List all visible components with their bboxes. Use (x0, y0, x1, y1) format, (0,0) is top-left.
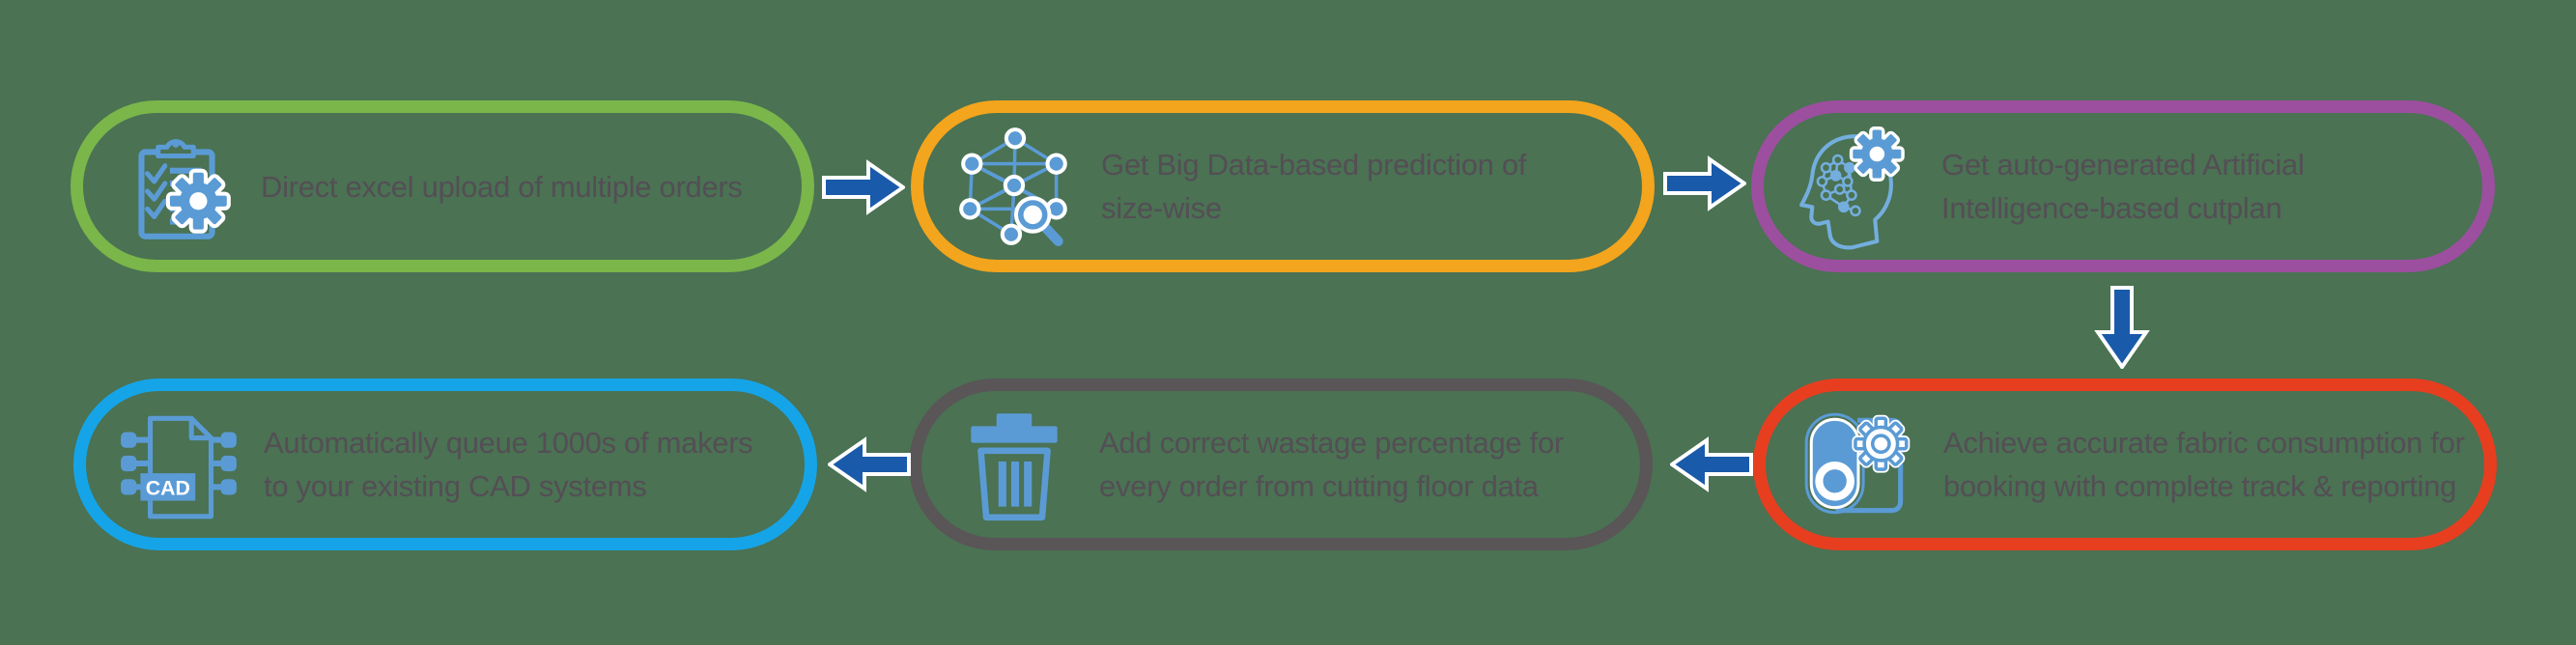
cad-file-icon: CAD (115, 401, 242, 528)
arrow-step5-step6-left-icon (828, 436, 911, 492)
ai-head-gear-icon (1793, 123, 1920, 250)
step-label-line: Add correct wastage percentage for (1099, 426, 1564, 460)
cad-file-label: CAD (146, 476, 190, 499)
step-label: Achieve accurate fabric consumption for … (1943, 421, 2465, 508)
step-label-line: to your existing CAD systems (264, 469, 647, 503)
step-fabric-consumption: Achieve accurate fabric consumption for … (1753, 379, 2497, 550)
fabric-roll-gear-icon (1795, 401, 1922, 528)
step-label: Get auto-generated Artificial Intelligen… (1941, 143, 2305, 230)
step-label-line: Get auto-generated Artificial (1941, 148, 2305, 182)
step-label-line: size-wise (1101, 191, 1222, 225)
step-direct-excel-upload: Direct excel upload of multiple orders (71, 100, 814, 272)
arrow-step3-step4-down-icon (2094, 286, 2150, 369)
step-label-line: every order from cutting floor data (1099, 469, 1539, 503)
step-wastage-percentage: Add correct wastage percentage for every… (909, 379, 1653, 550)
network-search-icon (952, 123, 1080, 250)
step-label: Add correct wastage percentage for every… (1099, 421, 1564, 508)
clipboard-gear-icon (112, 123, 240, 250)
arrow-step1-step2-right-icon (822, 159, 905, 215)
step-label: Get Big Data-based prediction of size-wi… (1101, 143, 1526, 230)
step-big-data-prediction: Get Big Data-based prediction of size-wi… (911, 100, 1655, 272)
step-label-line: Intelligence-based cutplan (1941, 191, 2282, 225)
step-label-line: Get Big Data-based prediction of (1101, 148, 1527, 182)
step-cad-queue: CAD Automatically queue 1000s of makers … (73, 379, 817, 550)
arrow-step4-step5-left-icon (1670, 436, 1753, 492)
arrow-step2-step3-right-icon (1663, 155, 1746, 211)
step-label-line: Achieve accurate fabric consumption for (1943, 426, 2465, 460)
step-ai-cutplan: Get auto-generated Artificial Intelligen… (1751, 100, 2495, 272)
step-label: Automatically queue 1000s of makers to y… (264, 421, 753, 508)
step-label: Direct excel upload of multiple orders (261, 165, 743, 209)
step-label-line: Direct excel upload of multiple orders (261, 169, 743, 204)
step-label-line: booking with complete track & reporting (1943, 469, 2457, 503)
trash-icon (950, 401, 1078, 528)
step-label-line: Automatically queue 1000s of makers (264, 426, 753, 460)
